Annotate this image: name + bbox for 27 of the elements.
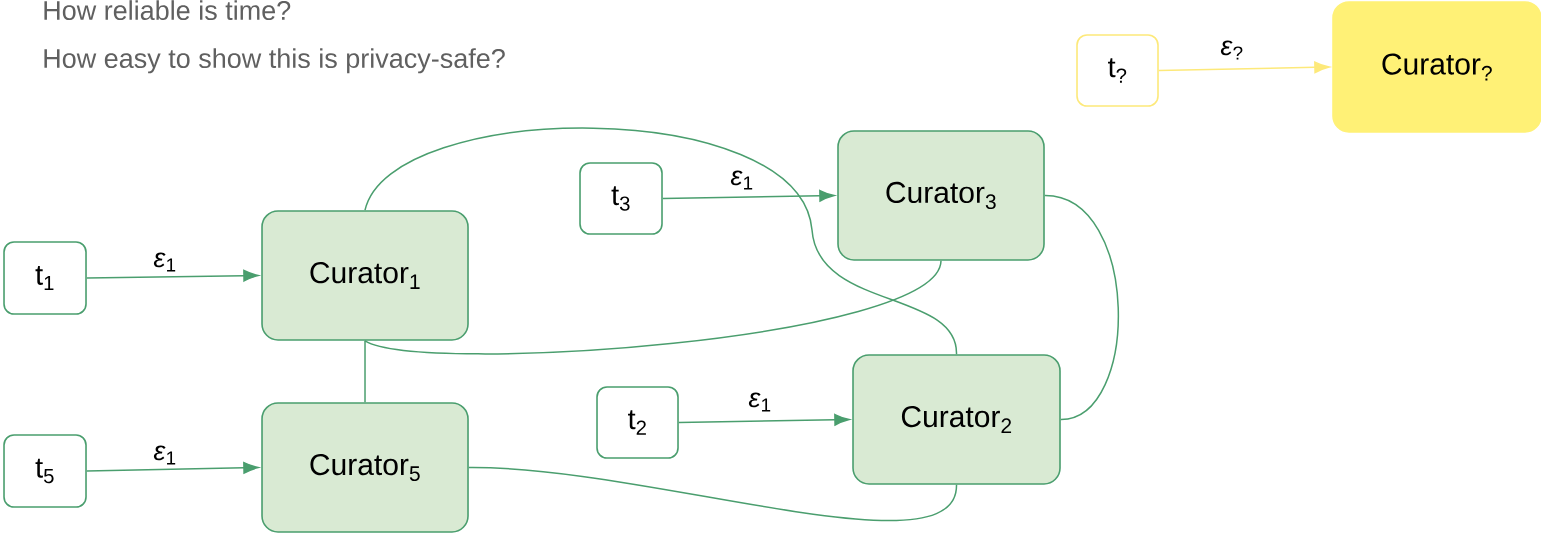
- token-box: t$_{3}$: [579, 162, 663, 235]
- token-box: t$_{2}$: [596, 386, 679, 459]
- token-box: t$_{5}$: [3, 434, 87, 508]
- connector-line: [364, 260, 942, 355]
- curator-box: Curator$_{5}$: [261, 402, 469, 533]
- token-box: t$_{?}$: [1076, 34, 1159, 107]
- edge-label: ε$_{?}$: [1219, 39, 1245, 61]
- edge-label: ε$_{1}$: [747, 391, 773, 413]
- connector-line: [1044, 194, 1119, 421]
- question-text: How reliable is time?: [44, 0, 291, 21]
- question-text: How easy to show this is privacy-safe?: [44, 48, 505, 74]
- curator-box: Curator$_{1}$: [261, 210, 469, 341]
- connector-line: [468, 466, 958, 521]
- edge-label: ε$_{1}$: [729, 169, 755, 191]
- curator-box: Curator$_{3}$: [837, 130, 1045, 261]
- connector-line: [364, 340, 366, 403]
- arrow: [678, 413, 850, 426]
- arrow: [86, 461, 259, 474]
- connector-line: [364, 127, 958, 355]
- curator-box: Curator$_{2}$: [852, 354, 1061, 485]
- arrow: [1158, 61, 1330, 74]
- curator-box: Curator$_{?}$: [1332, 1, 1541, 133]
- edge-label: ε$_{1}$: [152, 251, 178, 273]
- arrow: [662, 189, 835, 202]
- edge-label: ε$_{1}$: [152, 444, 178, 466]
- arrow: [86, 269, 259, 282]
- token-box: t$_{1}$: [3, 241, 87, 315]
